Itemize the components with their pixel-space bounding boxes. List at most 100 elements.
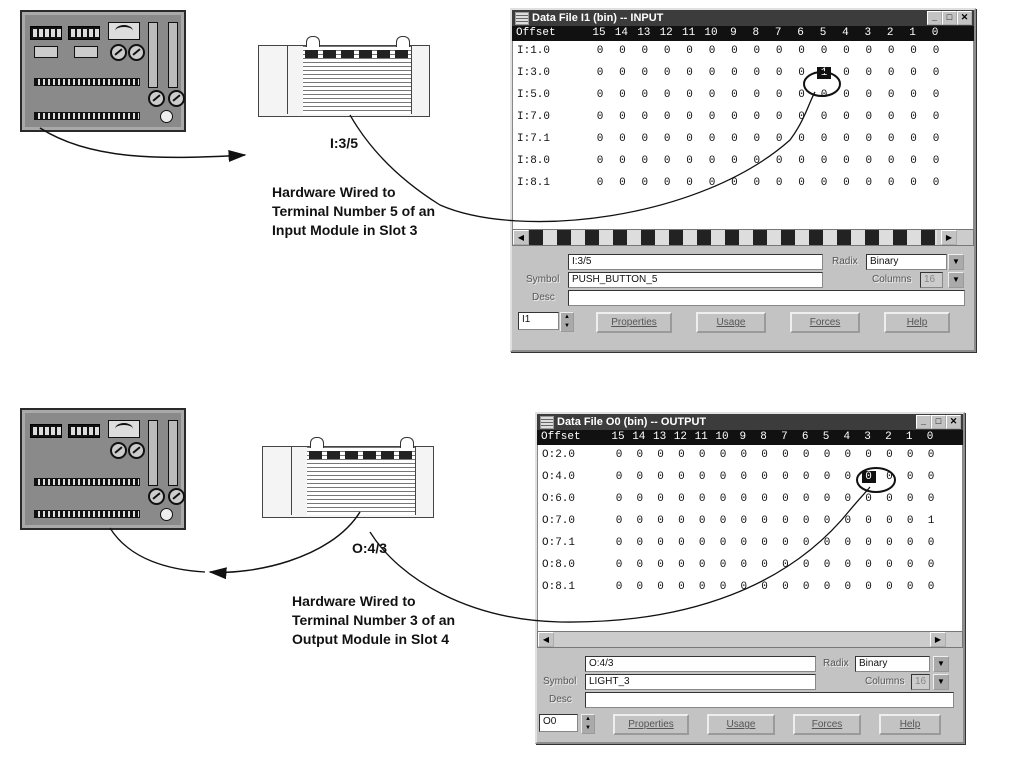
bit-cell[interactable]: 0 (823, 449, 831, 461)
row-offset[interactable]: O:6.0 (542, 493, 576, 505)
bit-cell[interactable]: 0 (798, 67, 805, 79)
bit-cell[interactable]: 0 (887, 133, 895, 145)
bit-cell[interactable]: 0 (753, 133, 761, 145)
bit-cell[interactable]: 0 (910, 177, 917, 189)
bit-cell[interactable]: 0 (886, 559, 893, 571)
bit-cell[interactable]: 0 (906, 515, 914, 527)
bit-cell[interactable]: 0 (719, 581, 727, 593)
bit-cell[interactable]: 0 (753, 177, 761, 189)
bit-cell[interactable]: 0 (865, 537, 872, 549)
bit-cell[interactable]: 0 (761, 537, 768, 549)
bit-cell[interactable]: 0 (932, 67, 940, 79)
bit-cell[interactable]: 0 (887, 155, 895, 167)
bit-cell[interactable]: 0 (843, 45, 850, 57)
bit-cell[interactable]: 0 (663, 45, 671, 57)
bit-cell[interactable]: 0 (731, 111, 738, 123)
bit-cell[interactable]: 0 (636, 559, 644, 571)
bit-cell[interactable]: 0 (719, 537, 727, 549)
horizontal-scrollbar[interactable]: ◀ ▶ (537, 631, 963, 648)
bit-cell[interactable]: 0 (886, 471, 893, 483)
bit-cell[interactable]: 0 (636, 537, 644, 549)
bit-cell[interactable]: 0 (823, 471, 831, 483)
bit-cell[interactable]: 0 (678, 515, 685, 527)
bit-cell[interactable]: 0 (740, 581, 748, 593)
horizontal-scrollbar[interactable]: ◀ ▶ (512, 229, 974, 246)
bit-cell[interactable]: 0 (740, 449, 748, 461)
bit-cell[interactable]: 0 (698, 581, 706, 593)
bit-cell[interactable]: 0 (782, 449, 789, 461)
desc-field[interactable] (568, 290, 965, 306)
bit-cell[interactable]: 0 (657, 449, 664, 461)
bit-cell[interactable]: 0 (910, 155, 917, 167)
bit-cell[interactable]: 0 (910, 67, 917, 79)
bit-cell[interactable]: 0 (731, 67, 738, 79)
help-button[interactable]: Help (879, 714, 941, 735)
chevron-down-icon[interactable]: ▼ (948, 254, 964, 270)
row-offset[interactable]: I:7.0 (517, 111, 551, 123)
bit-cell[interactable]: 0 (678, 471, 685, 483)
bit-cell[interactable]: 0 (761, 449, 768, 461)
bit-cell[interactable]: 0 (843, 133, 850, 145)
spin-arrows-icon[interactable]: ▲▼ (581, 714, 595, 734)
bit-cell[interactable]: 0 (782, 581, 789, 593)
bit-cell[interactable]: 0 (641, 155, 649, 167)
bit-cell[interactable]: 0 (698, 493, 706, 505)
row-offset[interactable]: I:1.0 (517, 45, 551, 57)
bit-cell[interactable]: 0 (820, 177, 828, 189)
bit-cell[interactable]: 0 (865, 155, 873, 167)
bit-cell[interactable]: 0 (906, 471, 914, 483)
columns-select[interactable]: 16 (920, 272, 943, 288)
bit-cell[interactable]: 0 (753, 45, 761, 57)
bit-cell[interactable]: 0 (753, 89, 761, 101)
bit-cell[interactable]: 0 (719, 471, 727, 483)
scroll-track[interactable] (529, 230, 937, 245)
bit-cell[interactable]: 0 (615, 471, 623, 483)
bit-cell[interactable]: 0 (820, 89, 828, 101)
bit-cell[interactable]: 0 (823, 559, 831, 571)
bit-cell[interactable]: 0 (708, 155, 716, 167)
properties-button[interactable]: Properties (596, 312, 672, 333)
bit-cell[interactable]: 0 (886, 515, 893, 527)
bit-cell[interactable]: 0 (753, 111, 761, 123)
columns-select[interactable]: 16 (911, 674, 930, 690)
bit-cell[interactable]: 0 (719, 449, 727, 461)
bit-cell[interactable]: 0 (782, 559, 789, 571)
forces-button[interactable]: Forces (793, 714, 861, 735)
bit-cell[interactable]: 0 (596, 133, 604, 145)
desc-field[interactable] (585, 692, 954, 708)
bit-cell[interactable]: 0 (865, 133, 873, 145)
bit-cell[interactable]: 0 (887, 111, 895, 123)
bit-cell[interactable]: 0 (740, 537, 748, 549)
minimize-icon[interactable]: _ (927, 11, 942, 25)
bit-cell[interactable]: 0 (865, 89, 873, 101)
symbol-field[interactable]: PUSH_BUTTON_5 (568, 272, 823, 288)
bit-cell[interactable]: 0 (708, 177, 716, 189)
row-offset[interactable]: I:8.1 (517, 177, 551, 189)
bit-cell[interactable]: 0 (861, 471, 876, 483)
bit-cell[interactable]: 0 (865, 177, 873, 189)
bit-cell[interactable]: 0 (657, 471, 664, 483)
radix-select[interactable]: Binary (855, 656, 930, 672)
bit-cell[interactable]: 1 (817, 67, 831, 79)
bit-cell[interactable]: 0 (906, 581, 914, 593)
bit-cell[interactable]: 0 (615, 559, 623, 571)
close-icon[interactable]: ✕ (946, 415, 961, 429)
bit-cell[interactable]: 0 (886, 493, 893, 505)
bit-cell[interactable]: 0 (731, 177, 738, 189)
bit-cell[interactable]: 0 (823, 537, 831, 549)
bit-cell[interactable]: 0 (596, 155, 604, 167)
bit-cell[interactable]: 0 (615, 449, 623, 461)
bit-cell[interactable]: 0 (686, 67, 693, 79)
bit-cell[interactable]: 0 (615, 537, 623, 549)
bit-cell[interactable]: 0 (761, 493, 768, 505)
bit-cell[interactable]: 0 (708, 133, 716, 145)
bit-cell[interactable]: 0 (865, 559, 872, 571)
bit-cell[interactable]: 0 (910, 45, 917, 57)
scroll-right-icon[interactable]: ▶ (930, 632, 946, 647)
bit-cell[interactable]: 0 (619, 177, 626, 189)
bit-cell[interactable]: 0 (932, 155, 940, 167)
bit-cell[interactable]: 0 (887, 45, 895, 57)
bit-cell[interactable]: 0 (753, 67, 761, 79)
bit-cell[interactable]: 0 (686, 45, 693, 57)
bit-cell[interactable]: 0 (731, 89, 738, 101)
